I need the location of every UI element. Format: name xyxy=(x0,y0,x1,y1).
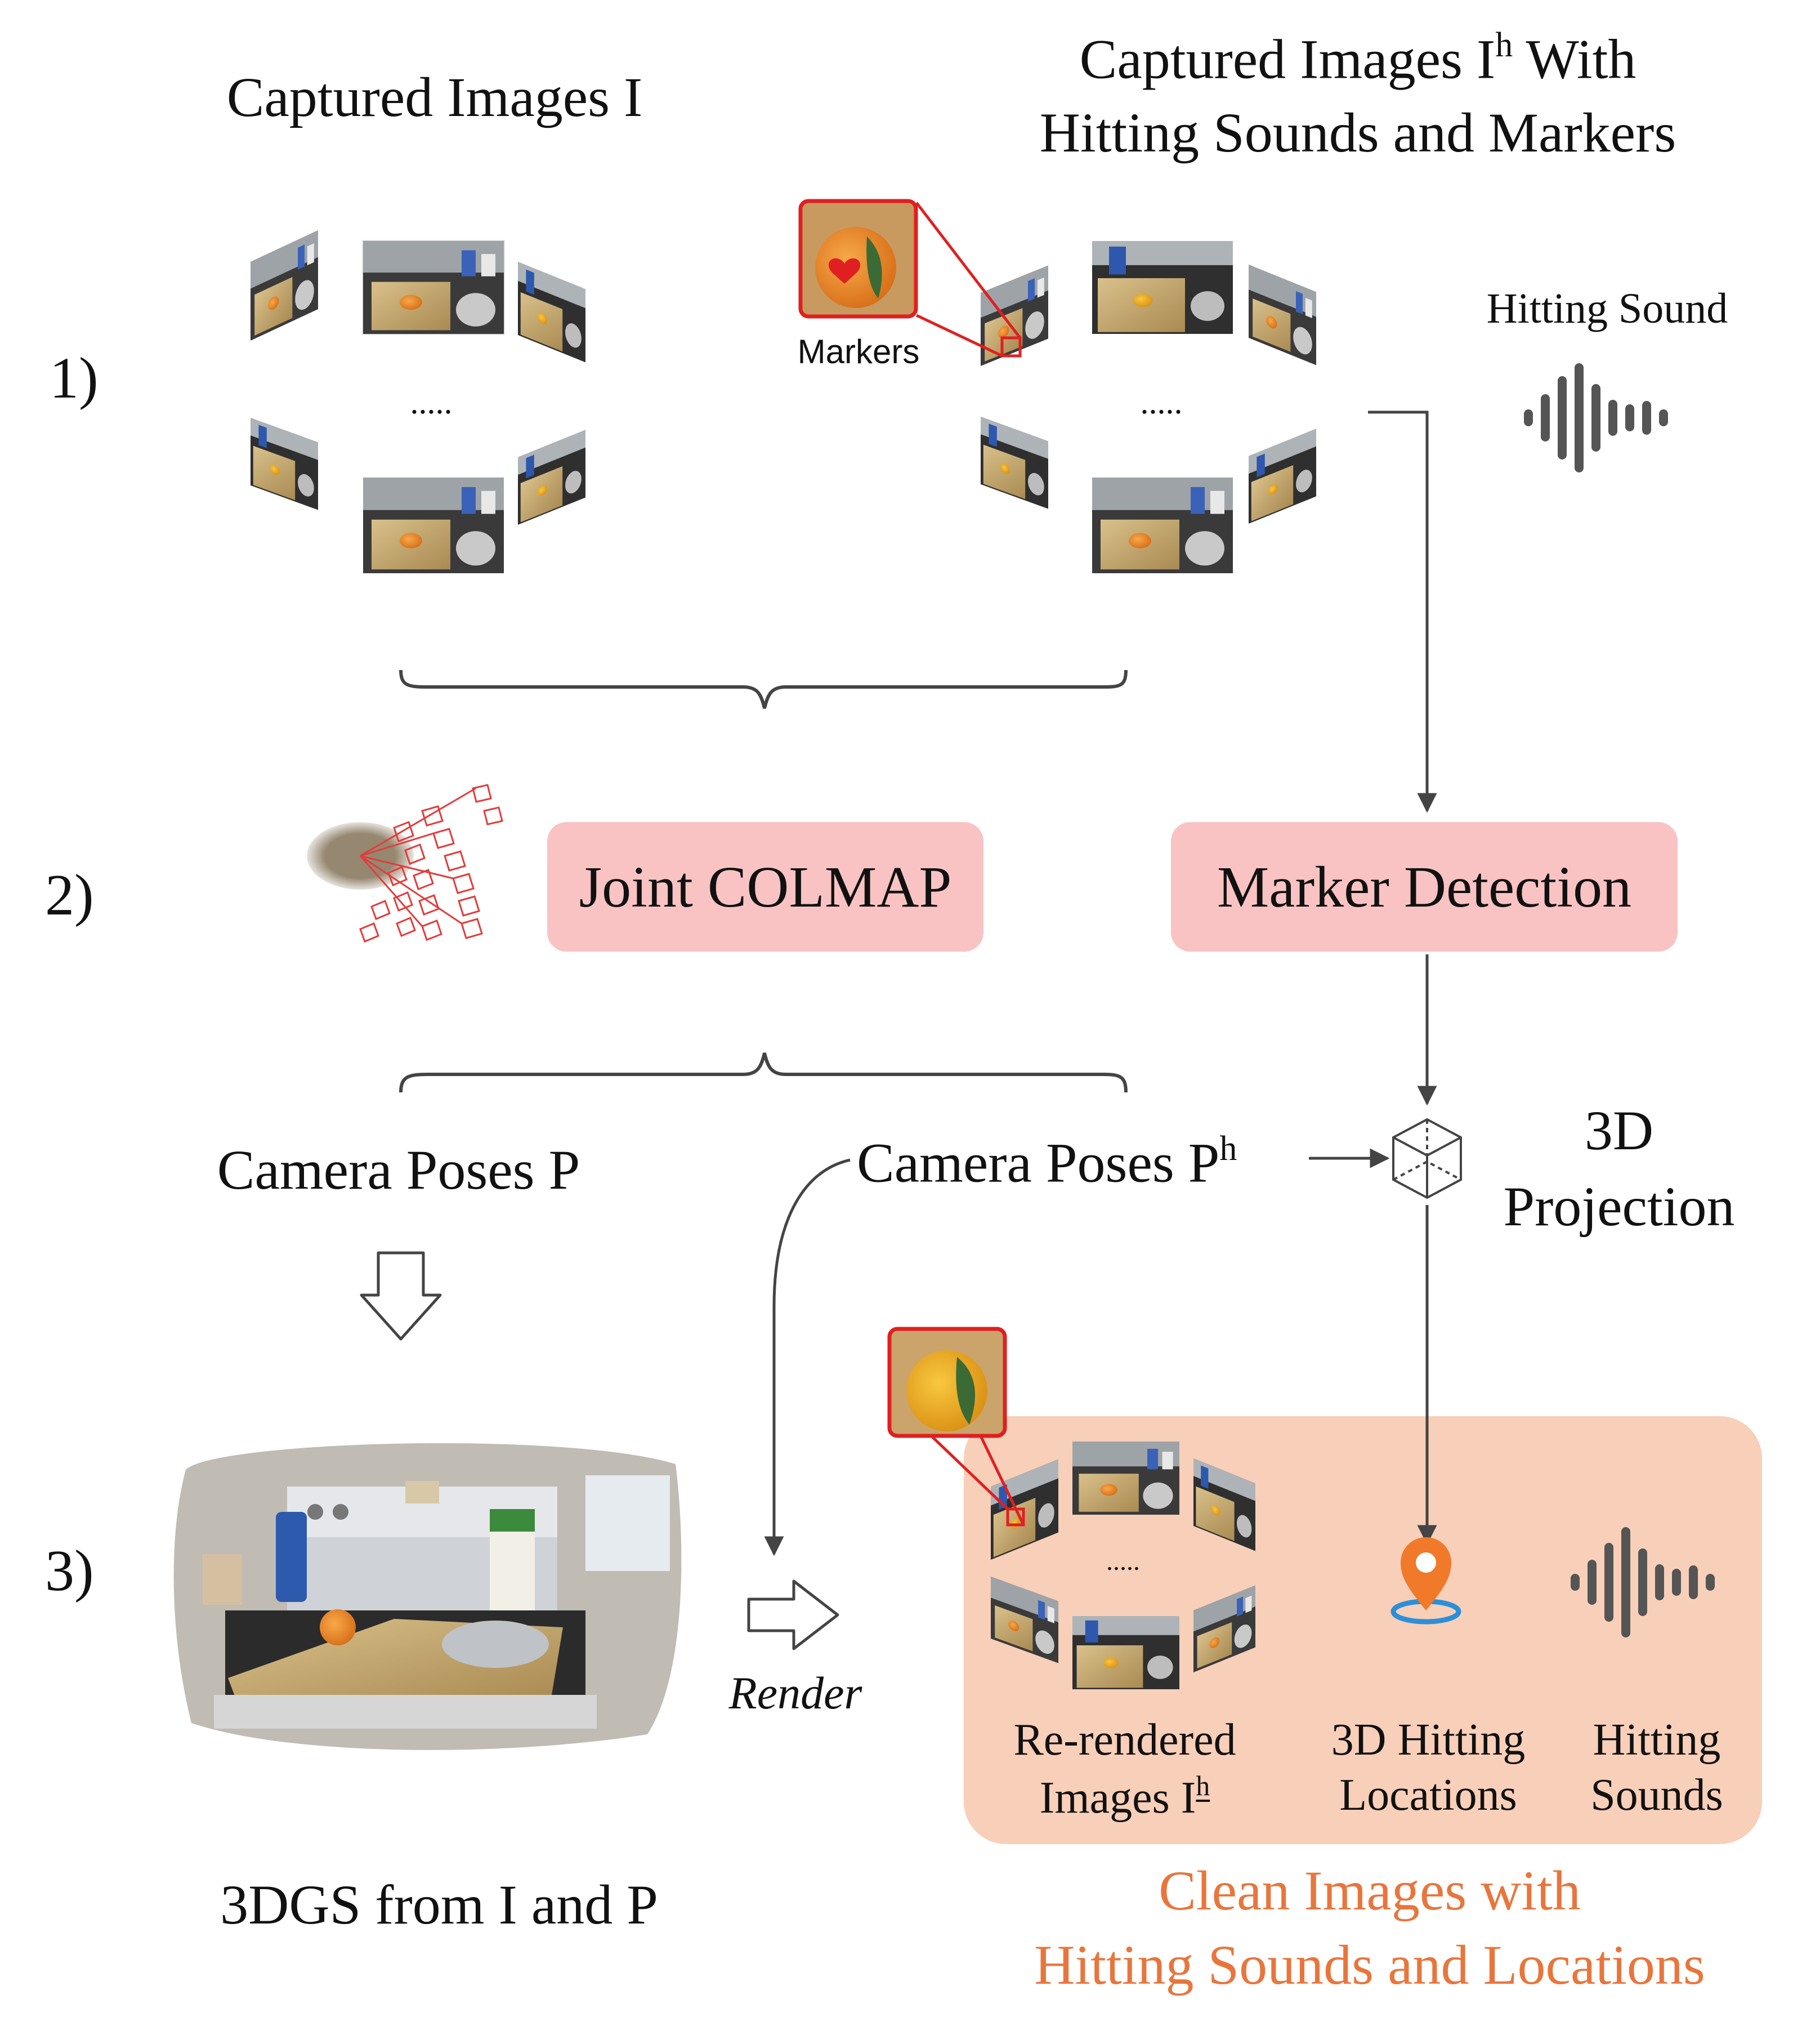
captured-h-title-sup: h xyxy=(1495,26,1513,64)
camera-poses-ph-sup: h xyxy=(1219,1130,1237,1168)
captured-images-h-subtitle: Hitting Sounds and Markers xyxy=(1039,101,1676,164)
projection-label-line2: Projection xyxy=(1503,1175,1735,1238)
arrow-ph-to-render xyxy=(764,1158,851,1556)
output-ellipsis: ..... xyxy=(1106,1546,1140,1576)
sound-wave-icon xyxy=(1524,363,1668,472)
joint-colmap-box: Joint COLMAP xyxy=(547,822,983,952)
camera-frustum-icon xyxy=(307,784,503,943)
rerendered-label-line1: Re-rendered xyxy=(1013,1715,1236,1765)
captured-h-title-main: Captured Images I xyxy=(1079,28,1496,91)
hollow-down-arrow-icon xyxy=(360,1251,442,1341)
captured-h-title-tail: With xyxy=(1513,28,1636,91)
hollow-right-arrow-icon xyxy=(747,1579,839,1650)
sounds-label-line1: Hitting xyxy=(1593,1715,1721,1765)
joint-colmap-label: Joint COLMAP xyxy=(579,854,952,920)
output-sound-wave-icon xyxy=(1571,1527,1715,1637)
captured-images-h-ring xyxy=(915,202,1316,573)
marker-zoom xyxy=(798,199,918,319)
marker-detection-box: Marker Detection xyxy=(1171,822,1678,952)
camera-poses-ph-main: Camera Poses P xyxy=(857,1131,1220,1194)
captured-images-ring xyxy=(251,230,585,573)
clean-label-line1: Clean Images with xyxy=(1159,1859,1581,1922)
cube-icon xyxy=(1392,1118,1462,1199)
row-label-3: 3) xyxy=(45,1538,94,1603)
location-pin-icon xyxy=(1390,1537,1461,1625)
captured-images-h-title: Captured Images Ih With xyxy=(1080,25,1636,91)
rerendered-marker-zoom xyxy=(887,1327,1007,1438)
rerendered-line2-sup: h xyxy=(1196,1770,1210,1801)
rerendered-line2-main: Images I xyxy=(1039,1773,1196,1823)
locations-label-line1: 3D Hitting xyxy=(1331,1715,1526,1765)
threedgs-label: 3DGS from I and P xyxy=(220,1873,658,1936)
clean-label-line2: Hitting Sounds and Locations xyxy=(1034,1934,1705,1996)
sounds-label-line2: Sounds xyxy=(1590,1770,1723,1820)
projection-label-line1: 3D xyxy=(1584,1099,1654,1162)
camera-poses-p-label: Camera Poses P xyxy=(217,1139,580,1201)
arrow-to-marker-detection xyxy=(1368,410,1437,813)
render-label: Render xyxy=(728,1667,862,1719)
row-label-2: 2) xyxy=(45,863,94,927)
captured-ellipsis: ..... xyxy=(410,383,453,421)
locations-label-line2: Locations xyxy=(1339,1770,1517,1820)
markers-label: Markers xyxy=(797,333,920,371)
camera-poses-ph-label: Camera Poses Ph xyxy=(857,1129,1237,1195)
rerendered-label-line2: Images Ih xyxy=(1040,1770,1210,1824)
brace-bottom xyxy=(399,1052,1128,1093)
marker-detection-label: Marker Detection xyxy=(1217,854,1632,920)
threedgs-scene xyxy=(166,1419,695,1757)
captured-images-title: Captured Images I xyxy=(226,66,643,128)
brace-top xyxy=(399,670,1128,709)
row-label-1: 1) xyxy=(50,346,99,410)
hitting-sound-label: Hitting Sound xyxy=(1486,285,1728,332)
captured-h-ellipsis: ..... xyxy=(1140,383,1183,421)
rerendered-images-ring xyxy=(928,1432,1255,1689)
